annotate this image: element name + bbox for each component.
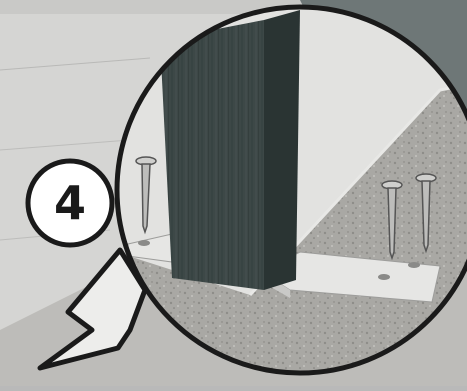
screw-hole [408, 262, 420, 268]
screw-hole [138, 240, 150, 246]
step-number: 4 [38, 168, 102, 238]
wood-post-side [264, 10, 300, 290]
screw-hole [378, 274, 390, 280]
wood-post-icon [160, 20, 264, 290]
